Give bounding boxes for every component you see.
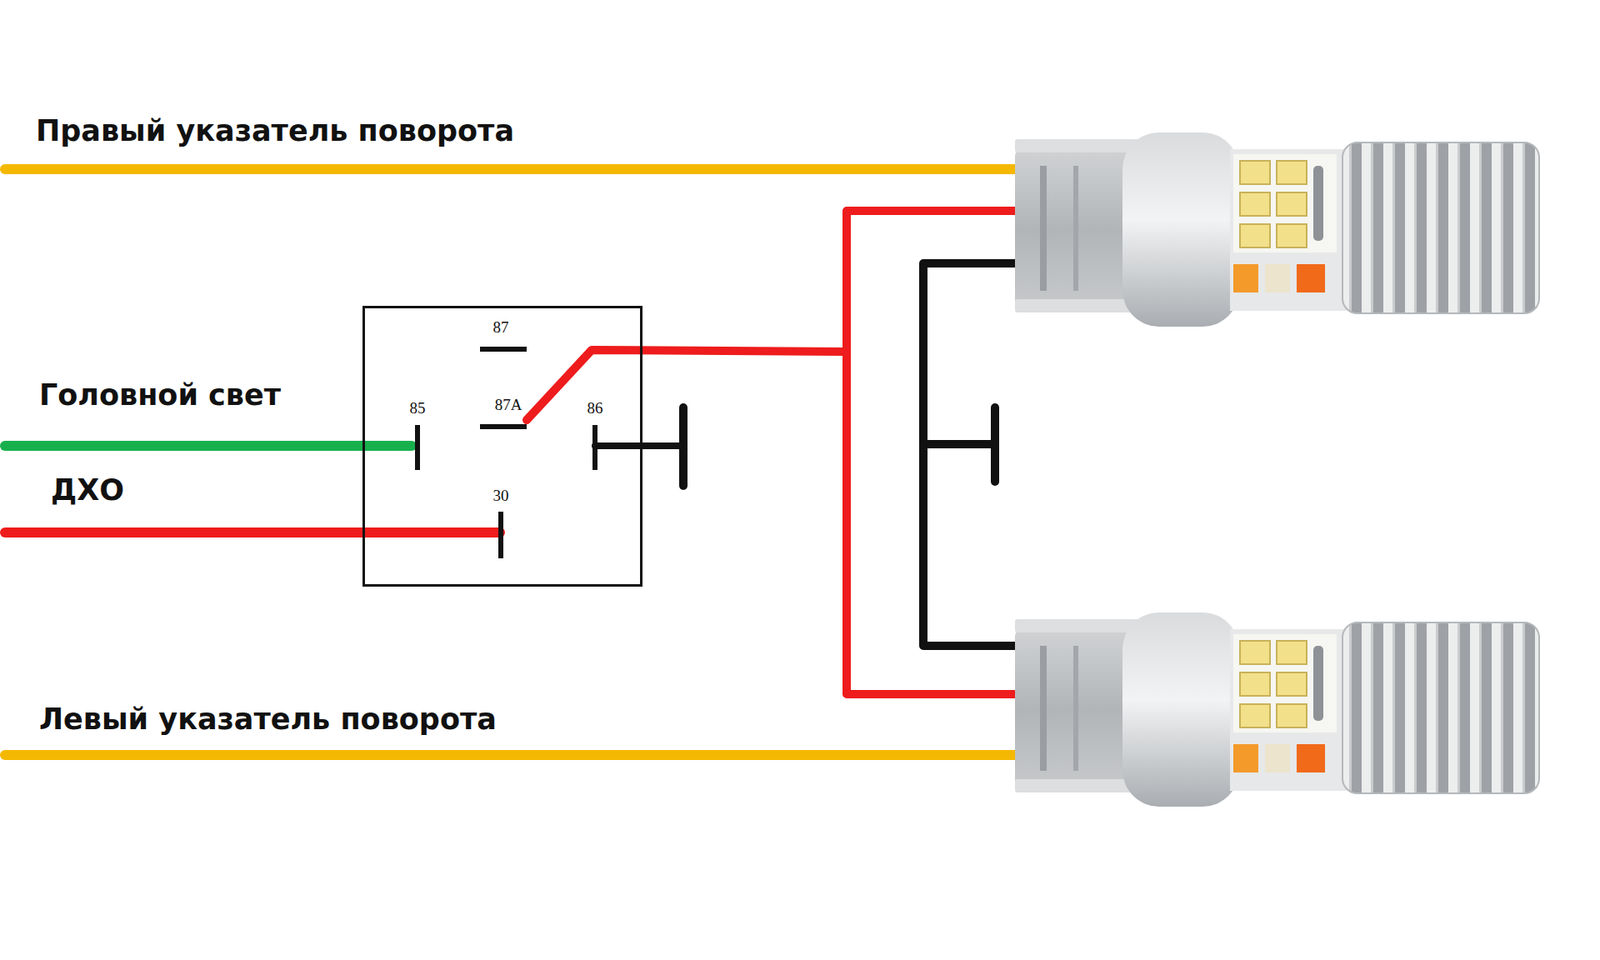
ground-wire — [595, 442, 684, 450]
relay-pin — [480, 346, 527, 352]
headlight-wire — [5, 440, 412, 451]
ground-symbol — [990, 407, 1000, 482]
pin-number: 86 — [587, 400, 604, 418]
ground-wire — [923, 263, 1015, 646]
drl-feed-wire — [846, 210, 1021, 695]
relay-pin — [480, 424, 527, 430]
led-bulb — [1015, 612, 1540, 807]
pin-number: 87A — [495, 396, 523, 415]
led-bulb — [1015, 132, 1540, 327]
turn-wire — [5, 164, 1021, 175]
drl-wire — [5, 527, 500, 538]
wire-label: Левый указатель поворота — [39, 702, 497, 736]
pin-number: 30 — [493, 487, 510, 505]
pin-number: 85 — [410, 400, 426, 418]
ground-wire — [923, 440, 995, 449]
pin-number: 87 — [493, 319, 510, 337]
relay-pin — [498, 511, 504, 559]
ground-symbol — [679, 407, 688, 486]
relay-pin — [415, 425, 420, 470]
relay-box: 87 85 87A 86 30 — [362, 305, 643, 587]
wire-label: ДХО — [50, 473, 125, 507]
turn-wire — [5, 750, 1021, 760]
wire-label: Головной свет — [39, 378, 281, 412]
wire-label: Правый указатель поворота — [35, 114, 515, 148]
